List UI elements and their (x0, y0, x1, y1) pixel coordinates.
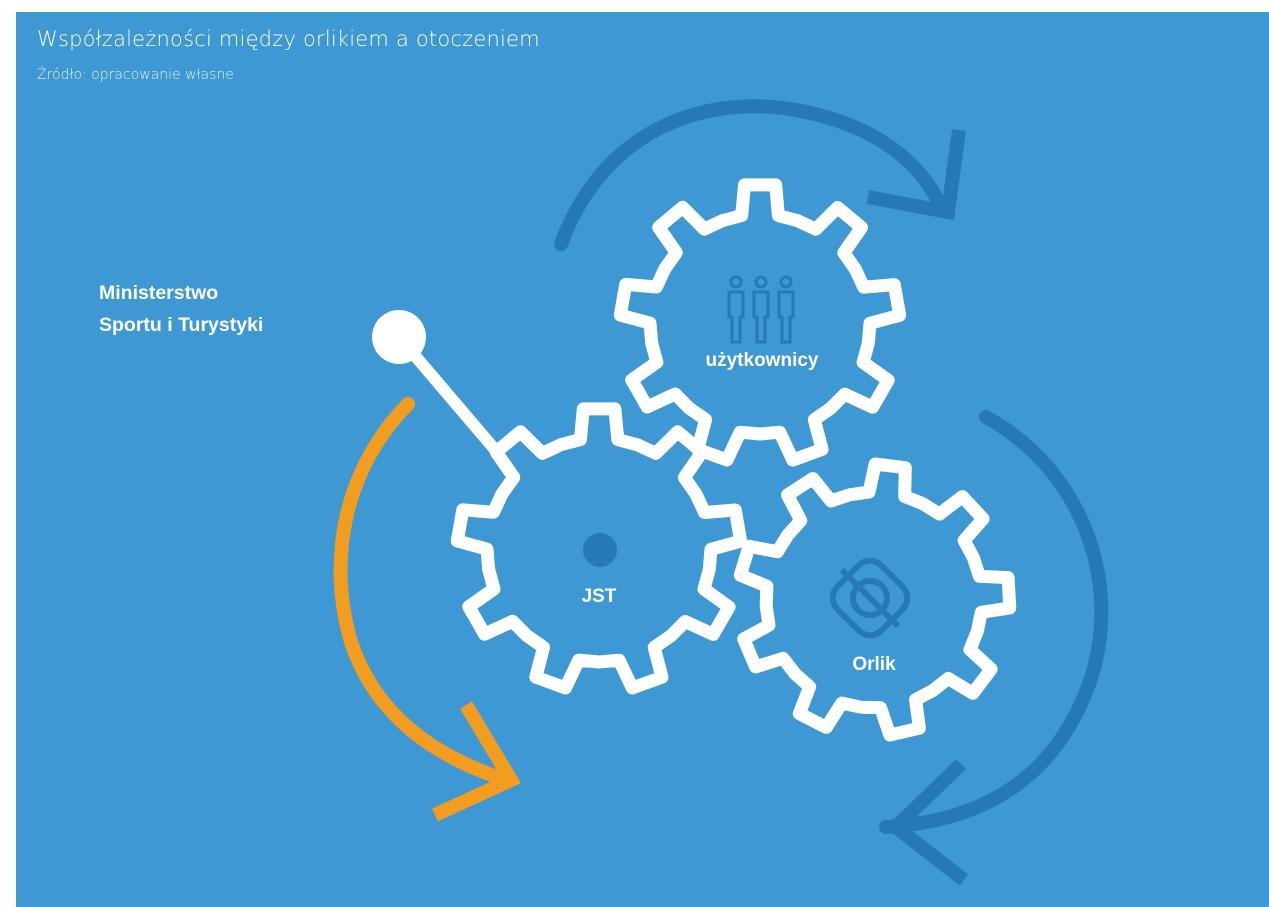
right-arrow-head (885, 758, 969, 886)
right-cycle-arrow (879, 410, 1109, 834)
dot-icon (583, 533, 617, 567)
users-gear (613, 178, 907, 467)
ministry-label: Ministerstwo Sportu i Turystyki (99, 277, 263, 341)
orange-cycle-arrow (333, 397, 513, 787)
jst-gear-label: JST (581, 586, 617, 607)
people-icon (727, 275, 795, 344)
pitch-icon (829, 557, 911, 639)
users-gear-label: użytkownicy (705, 350, 819, 371)
ministry-connector (372, 310, 503, 458)
ministry-label-line1: Ministerstwo (99, 282, 219, 304)
jst-gear (450, 402, 748, 695)
orlik-gear-label: Orlik (852, 654, 896, 675)
diagram-canvas (333, 99, 1109, 886)
top-arrow-head (866, 129, 966, 221)
top-cycle-arrow (554, 99, 948, 251)
orange-arrow-head (432, 701, 522, 822)
diagram-panel: Współzależności między orlikiem a otocze… (16, 12, 1269, 907)
ministry-label-line2: Sportu i Turystyki (99, 314, 264, 336)
orlik-gear (733, 457, 1017, 742)
source-note: Źródło: opracowanie własne (37, 67, 234, 83)
diagram-title: Współzależności między orlikiem a otocze… (37, 27, 540, 51)
